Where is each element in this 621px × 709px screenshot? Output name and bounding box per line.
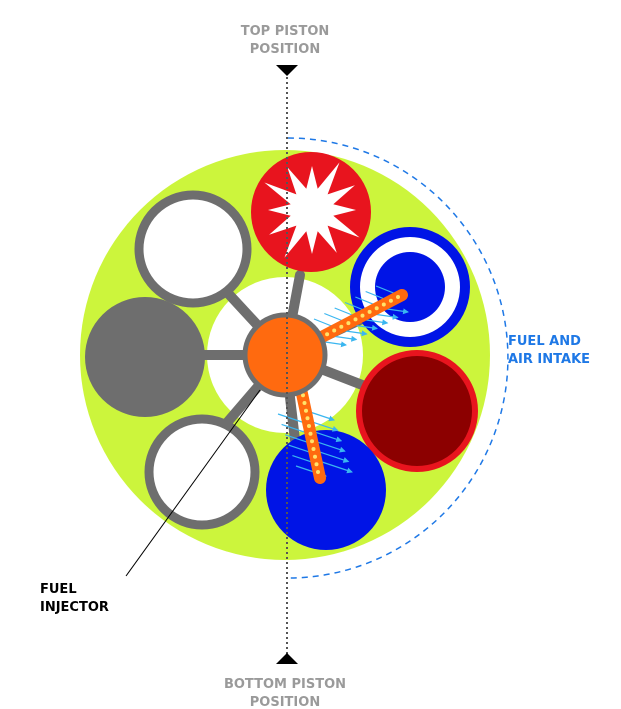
cylinder-left-solid [85,297,205,417]
injector-dot [307,424,311,428]
triangle-down-icon [276,65,298,76]
injector-dot [360,313,365,318]
cylinder-exhaust [356,350,478,472]
hub [242,312,328,398]
injector-leader-line [125,389,261,577]
top-label-line2: POSITION [250,42,320,57]
injector-dot [346,321,351,326]
injector-dot [374,306,379,311]
injector-dot [353,317,358,322]
injector-dot [339,324,344,329]
injector-label-line1: FUEL [40,582,77,597]
injector-dot [311,447,316,451]
injector-pipe-upper [310,289,408,346]
intake-label-line1: FUEL AND [508,334,581,349]
injector-dot [305,416,310,421]
injector-dot [367,309,372,314]
arrow-right-icon [318,451,350,463]
injector-dot [313,454,317,459]
injector-dot [332,328,337,333]
arrow-right-icon [321,461,353,474]
bottom-label-line2: POSITION [250,695,320,709]
cylinder-intake-lower [266,430,386,550]
injector-dot [301,393,305,398]
injector-dot [308,431,313,436]
injector-dot [304,408,308,413]
bottom-label-line1: BOTTOM PISTON [224,677,346,692]
injector-dot [314,462,319,467]
intake-label-line2: AIR INTAKE [508,352,590,367]
cylinder-intake-upper-piston [375,252,445,322]
injector-dot [316,470,320,474]
injector-dot [388,298,393,303]
explosion-star-icon [264,162,360,258]
injector-dot [302,401,307,405]
cylinder-upper-left [134,190,252,308]
cylinder-lower-left [144,414,260,530]
arrow-right-icon [314,440,346,453]
injector-dot [396,295,400,299]
intake-arc [287,137,509,579]
injector-label-line2: INJECTOR [40,600,109,615]
injector-dot [325,332,330,337]
triangle-up-icon [276,653,298,664]
injector-dot [381,302,386,307]
injector-dot [310,439,314,444]
top-label-line1: TOP PISTON [241,24,330,39]
